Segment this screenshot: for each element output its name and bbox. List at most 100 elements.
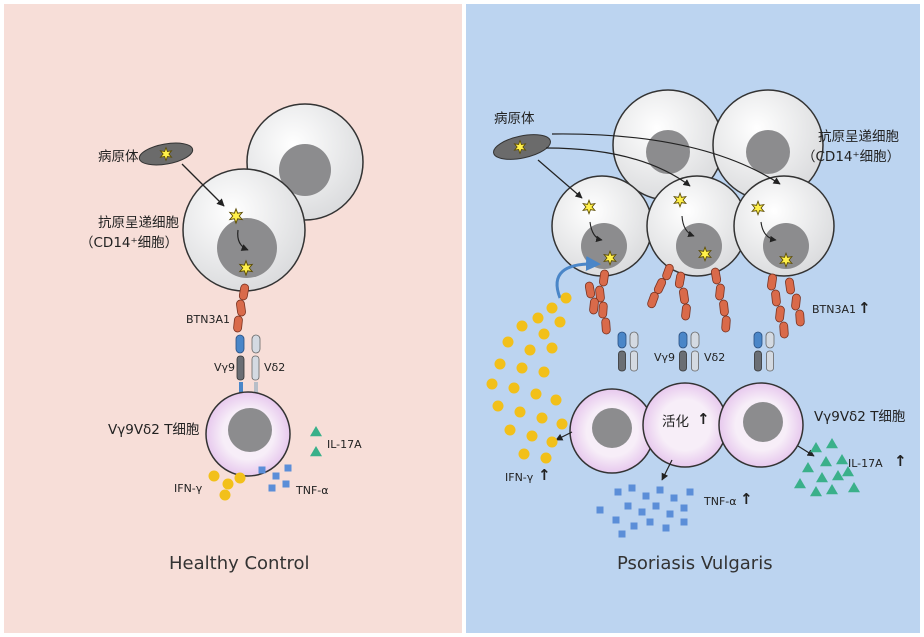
vd2-label: Vδ2 bbox=[704, 351, 726, 364]
secretion-arrow bbox=[555, 431, 573, 441]
il-17a-particle bbox=[802, 462, 814, 473]
tnf-alpha-label: TNF-α bbox=[296, 484, 329, 497]
il-17a-particle bbox=[310, 446, 322, 457]
il-17a-label: IL-17A bbox=[327, 438, 362, 451]
ifn-gamma-particle bbox=[516, 320, 528, 332]
vg9-chain bbox=[618, 350, 626, 372]
btn3a1-segment bbox=[599, 269, 609, 287]
processing-arrow bbox=[237, 229, 249, 251]
tnf-alpha-particle bbox=[630, 522, 638, 530]
tnf-alpha-particle bbox=[268, 484, 276, 492]
antigen-star-icon bbox=[698, 245, 712, 263]
btn3a1-segment bbox=[647, 291, 659, 309]
ifn-gamma-particle bbox=[494, 358, 506, 370]
ifn-gamma-particle bbox=[208, 470, 220, 482]
ifn-gamma-particle bbox=[554, 316, 566, 328]
btn3a1-segment bbox=[584, 281, 596, 299]
btn3a1-receptor bbox=[233, 283, 250, 333]
vd2-chain bbox=[630, 350, 638, 372]
antigen-star-icon bbox=[673, 191, 687, 209]
vd2-chain bbox=[766, 350, 774, 372]
vg9-chain bbox=[617, 331, 627, 349]
tnf-alpha-particle bbox=[680, 504, 688, 512]
il-17a-particle bbox=[832, 470, 844, 481]
ifn-gamma-particle bbox=[536, 412, 548, 424]
processing-arrow bbox=[589, 221, 603, 243]
ifn-gamma-particle bbox=[219, 489, 231, 501]
tnf-alpha-label: TNF-α bbox=[704, 495, 737, 508]
ifn-gamma-particles bbox=[208, 470, 246, 501]
vd2-chain bbox=[765, 331, 775, 349]
il-17a-particle bbox=[310, 426, 322, 437]
il-17a-particle bbox=[848, 482, 860, 493]
tnf-alpha-particle bbox=[272, 472, 280, 480]
antigen-star-icon bbox=[582, 198, 596, 216]
btn3a1-label: BTN3A1 bbox=[186, 313, 231, 326]
btn3a1-segment bbox=[595, 285, 605, 303]
btn3a1-segment bbox=[715, 283, 725, 301]
ifn-gamma-particle bbox=[518, 448, 530, 460]
panel-title-healthy-control: Healthy Control bbox=[169, 553, 310, 574]
btn3a1-segment bbox=[681, 303, 691, 321]
tnf-alpha-particle bbox=[624, 502, 632, 510]
btn3a1-segment bbox=[674, 271, 686, 289]
il-17a-particles bbox=[310, 426, 322, 457]
upregulation-arrow-icon: ↑ bbox=[894, 452, 907, 470]
btn3a1-segment bbox=[589, 297, 599, 315]
tnf-alpha-particles bbox=[258, 464, 292, 492]
tcr-receptors bbox=[617, 331, 775, 372]
secretion-arrow bbox=[661, 459, 673, 481]
ifn-gamma-particle bbox=[526, 430, 538, 442]
vg9-label: Vγ9 bbox=[654, 351, 676, 364]
vd2-chain bbox=[690, 331, 700, 349]
tnf-alpha-particle bbox=[652, 502, 660, 510]
t-cell bbox=[569, 388, 655, 474]
processing-arrow bbox=[760, 221, 777, 243]
btn3a1-segment bbox=[771, 289, 781, 307]
t-cell bbox=[718, 382, 804, 468]
t-cell-label: Vγ9Vδ2 T细胞 bbox=[108, 422, 200, 438]
btn3a1-segment bbox=[791, 293, 801, 311]
btn3a1-segment bbox=[710, 267, 722, 285]
ifn-gamma-particle bbox=[508, 382, 520, 394]
apc-cell-front bbox=[551, 175, 653, 277]
tnf-alpha-particle bbox=[618, 530, 626, 538]
tnf-alpha-particle bbox=[662, 524, 670, 532]
btn3a1-receptor bbox=[584, 263, 805, 339]
il-17a-particle bbox=[836, 454, 848, 465]
vg9-chain bbox=[235, 334, 245, 398]
infection-arrow bbox=[551, 133, 781, 185]
ifn-gamma-particle bbox=[516, 362, 528, 374]
upregulation-arrow-icon: ↑ bbox=[858, 299, 871, 317]
tnf-alpha-particle bbox=[258, 466, 266, 474]
feedback-arrow bbox=[555, 256, 601, 299]
tnf-alpha-particle bbox=[284, 464, 292, 472]
tnf-alpha-particle bbox=[646, 518, 654, 526]
tnf-alpha-particles bbox=[596, 484, 694, 538]
ifn-gamma-particle bbox=[532, 312, 544, 324]
il-17a-particle bbox=[810, 486, 822, 497]
ifn-gamma-particle bbox=[556, 418, 568, 430]
tnf-alpha-particle bbox=[656, 486, 664, 494]
btn3a1-segment bbox=[238, 283, 250, 301]
btn3a1-segment bbox=[719, 299, 729, 317]
il-17a-particles bbox=[794, 438, 860, 497]
btn3a1-segment bbox=[598, 301, 608, 319]
ifn-gamma-particle bbox=[486, 378, 498, 390]
btn3a1-segment bbox=[785, 277, 795, 295]
tnf-alpha-particle bbox=[680, 518, 688, 526]
tnf-alpha-particle bbox=[666, 510, 674, 518]
processing-arrow bbox=[681, 215, 695, 238]
il-17a-particle bbox=[810, 442, 822, 453]
ifn-gamma-particle bbox=[546, 302, 558, 314]
apc-label: 抗原呈递细胞 bbox=[818, 129, 899, 145]
il-17a-label: IL-17A bbox=[848, 457, 883, 470]
apc-sublabel: （CD14⁺细胞） bbox=[802, 149, 901, 165]
pathogen-label: 病原体 bbox=[98, 149, 139, 165]
vg9-chain bbox=[753, 331, 763, 349]
ifn-gamma-particle bbox=[222, 478, 234, 490]
antigen-star-icon bbox=[228, 207, 244, 225]
btn3a1-segment bbox=[767, 273, 777, 291]
infection-arrow bbox=[545, 147, 691, 187]
